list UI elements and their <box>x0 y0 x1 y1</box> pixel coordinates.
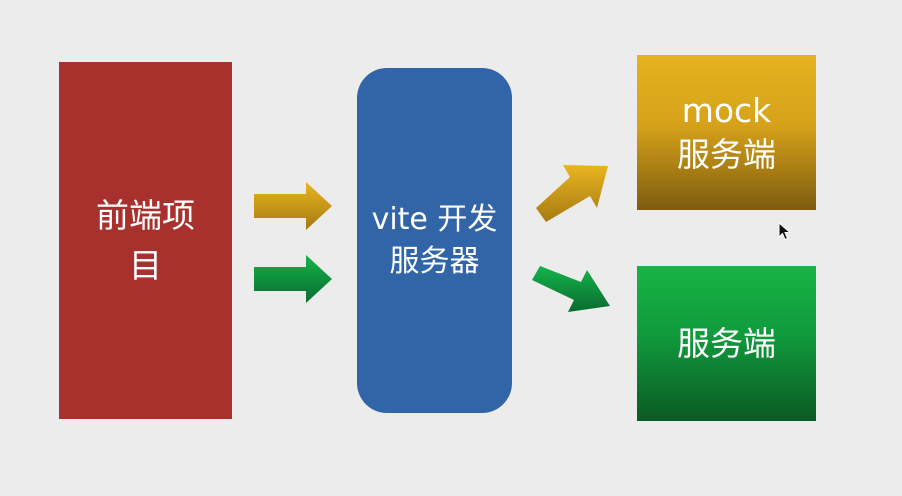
mock-server-label-line1: mock <box>681 90 772 130</box>
vite-dev-server-label: vite 开发服务器 <box>371 201 498 279</box>
server-node: 服务端 <box>637 266 816 421</box>
frontend-project-node: 前端项目 <box>59 62 232 419</box>
mock-server-label: mock 服务端 <box>677 89 776 177</box>
mouse-pointer-icon <box>778 222 792 241</box>
arrow-right-green <box>254 255 332 303</box>
server-label: 服务端 <box>677 323 776 363</box>
arrow-up-right-gold <box>536 165 608 222</box>
arrow-down-right-green <box>532 266 610 312</box>
vite-dev-server-node: vite 开发服务器 <box>357 68 512 413</box>
frontend-project-label: 前端项目 <box>96 195 195 285</box>
mock-server-label-line2: 服务端 <box>677 134 776 174</box>
arrow-right-gold <box>254 182 332 230</box>
mock-server-node: mock 服务端 <box>637 55 816 210</box>
